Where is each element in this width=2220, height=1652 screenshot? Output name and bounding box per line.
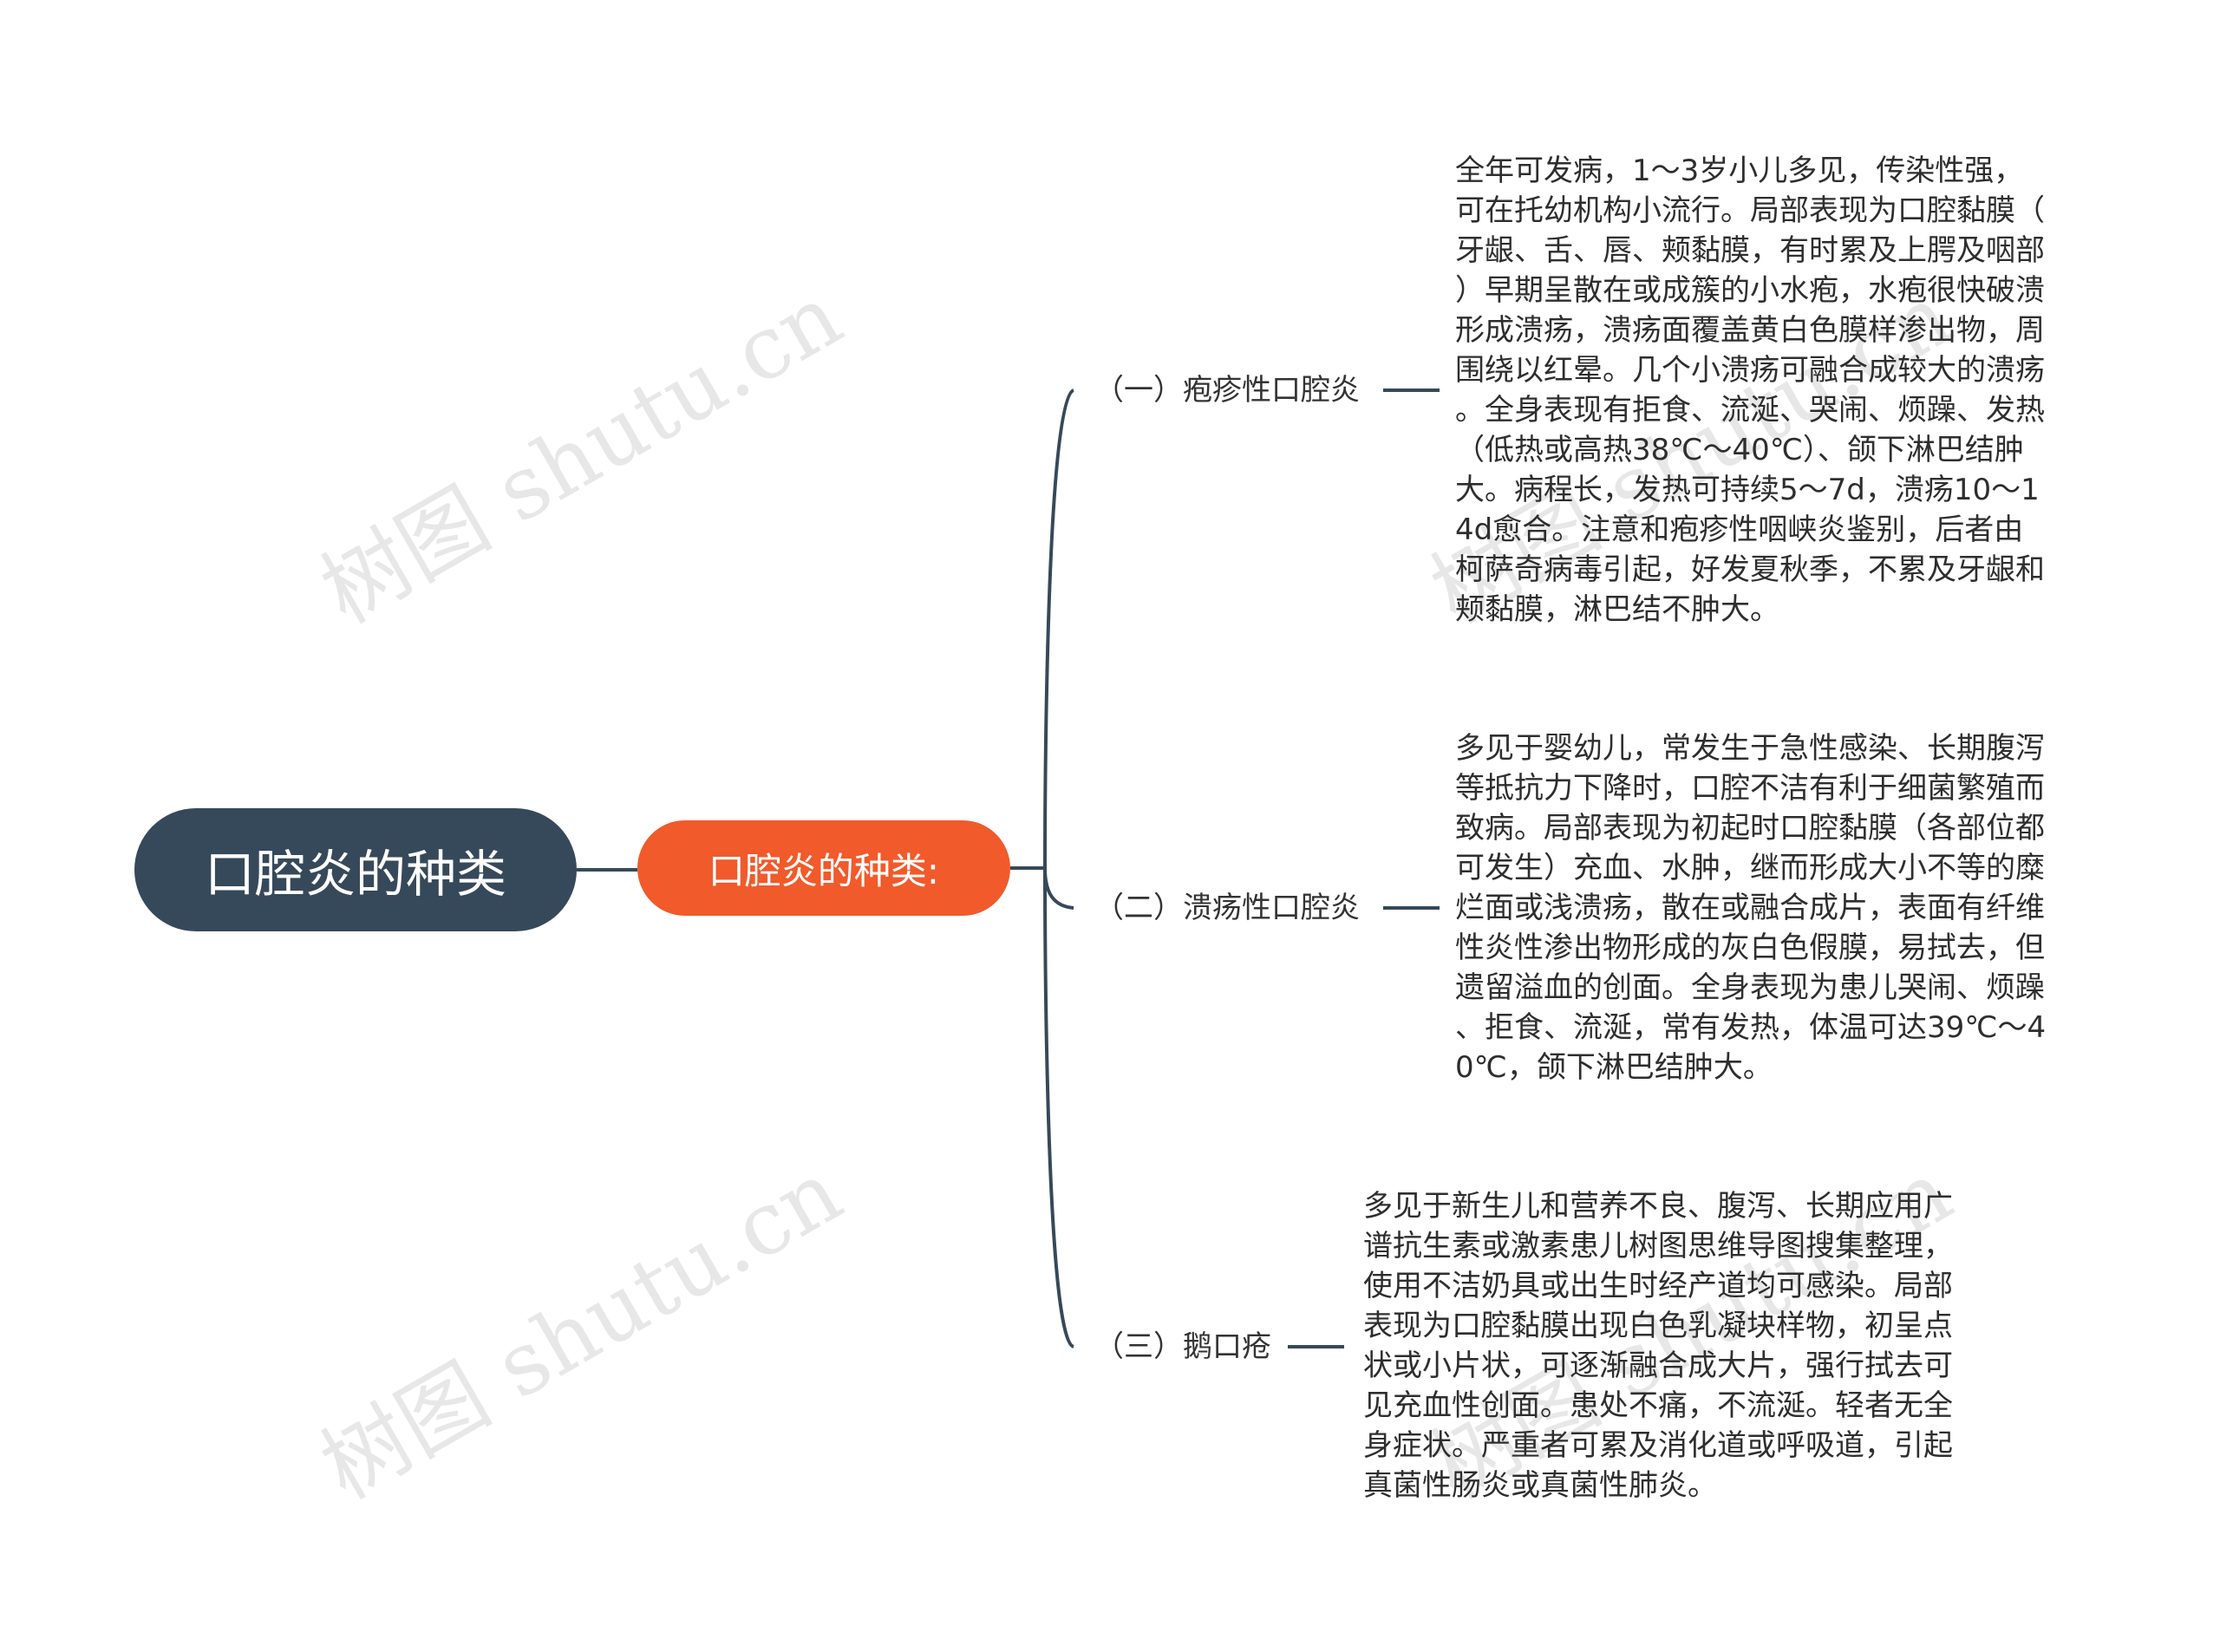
detail-line: 性炎性渗出物形成的灰白色假膜，易拭去，但	[1455, 930, 2045, 965]
detail-text-1: 全年可发病，1～3岁小儿多见，传染性强， 可在托幼机构小流行。局部表现为口腔黏膜…	[1455, 151, 2114, 630]
detail-line: 真菌性肠炎或真菌性肺炎。	[1363, 1468, 1717, 1503]
branch-node-2[interactable]: （二）溃疡性口腔炎	[1094, 889, 1360, 927]
connector-branch-3	[1043, 867, 1075, 1348]
detail-line: 可在托幼机构小流行。局部表现为口腔黏膜（	[1455, 193, 2045, 228]
detail-line: 使用不洁奶具或出生时经产道均可感染。局部	[1363, 1269, 1953, 1303]
detail-line: 4d愈合。注意和疱疹性咽峡炎鉴别，后者由	[1455, 513, 2024, 547]
root-topic-label: 口腔炎的种类	[204, 845, 506, 904]
detail-line: （低热或高热38℃～40℃）、颌下淋巴结肿	[1455, 433, 2024, 467]
connector-branch-2	[1043, 867, 1074, 910]
detail-line: 多见于新生儿和营养不良、腹泻、长期应用广	[1363, 1189, 1953, 1224]
detail-line: 大。病程长，发热可持续5～7d，溃疡10～1	[1455, 473, 2040, 507]
detail-line: 0℃，颌下淋巴结肿大。	[1455, 1050, 1773, 1085]
detail-line: 致病。局部表现为初起时口腔黏膜（各部位都	[1455, 811, 2045, 846]
detail-line: 颊黏膜，淋巴结不肿大。	[1455, 592, 1779, 627]
detail-line: 围绕以红晕。几个小溃疡可融合成较大的溃疡	[1455, 353, 2045, 388]
detail-line: 柯萨奇病毒引起，好发夏秋季，不累及牙龈和	[1455, 552, 2045, 587]
detail-line: 可发生）充血、水肿，继而形成大小不等的糜	[1455, 851, 2045, 885]
connector-branch-1	[1043, 389, 1075, 869]
branch-label: （二）溃疡性口腔炎	[1094, 891, 1360, 925]
branch-label: （三）鹅口疮	[1094, 1329, 1271, 1364]
branch-node-1[interactable]: （一）疱疹性口腔炎	[1094, 371, 1360, 409]
detail-line: 。全身表现有拒食、流涎、哭闹、烦躁、发热	[1455, 393, 2045, 428]
detail-line: 见充血性创面。患处不痛，不流涎。轻者无全	[1363, 1388, 1953, 1423]
detail-line: 身症状。严重者可累及消化道或呼吸道，引起	[1363, 1428, 1953, 1463]
branch-label: （一）疱疹性口腔炎	[1094, 373, 1360, 408]
detail-line: 遗留溢血的创面。全身表现为患儿哭闹、烦躁	[1455, 970, 2045, 1005]
detail-line: 形成溃疡，溃疡面覆盖黄白色膜样渗出物，周	[1455, 313, 2045, 348]
branch-node-3[interactable]: （三）鹅口疮	[1094, 1328, 1271, 1366]
subtopic-label: 口腔炎的种类:	[708, 849, 940, 892]
detail-line: ）早期呈散在或成簇的小水疱，水疱很快破溃	[1455, 273, 2045, 308]
detail-line: 谱抗生素或激素患儿树图思维导图搜集整理，	[1363, 1229, 1953, 1263]
detail-line: 烂面或浅溃疡，散在或融合成片，表面有纤维	[1455, 891, 2045, 925]
detail-line: 牙龈、舌、唇、颊黏膜，有时累及上腭及咽部	[1455, 233, 2045, 268]
root-topic-node[interactable]: 口腔炎的种类	[134, 808, 577, 931]
detail-line: 表现为口腔黏膜出现白色乳凝块样物，初呈点	[1363, 1309, 1953, 1343]
detail-text-2: 多见于婴幼儿，常发生于急性感染、长期腹泻 等抵抗力下降时，口腔不洁有利于细菌繁殖…	[1455, 728, 2114, 1087]
detail-line: 状或小片状，可逐渐融合成大片，强行拭去可	[1363, 1348, 1953, 1383]
detail-line: 等抵抗力下降时，口腔不洁有利于细菌繁殖而	[1455, 771, 2045, 806]
detail-line: 、拒食、流涎，常有发热，体温可达39℃～4	[1455, 1010, 2047, 1045]
detail-line: 全年可发病，1～3岁小儿多见，传染性强，	[1455, 153, 2024, 188]
detail-text-3: 多见于新生儿和营养不良、腹泻、长期应用广 谱抗生素或激素患儿树图思维导图搜集整理…	[1363, 1186, 2022, 1505]
subtopic-node[interactable]: 口腔炎的种类:	[637, 820, 1010, 916]
detail-line: 多见于婴幼儿，常发生于急性感染、长期腹泻	[1455, 731, 2045, 766]
